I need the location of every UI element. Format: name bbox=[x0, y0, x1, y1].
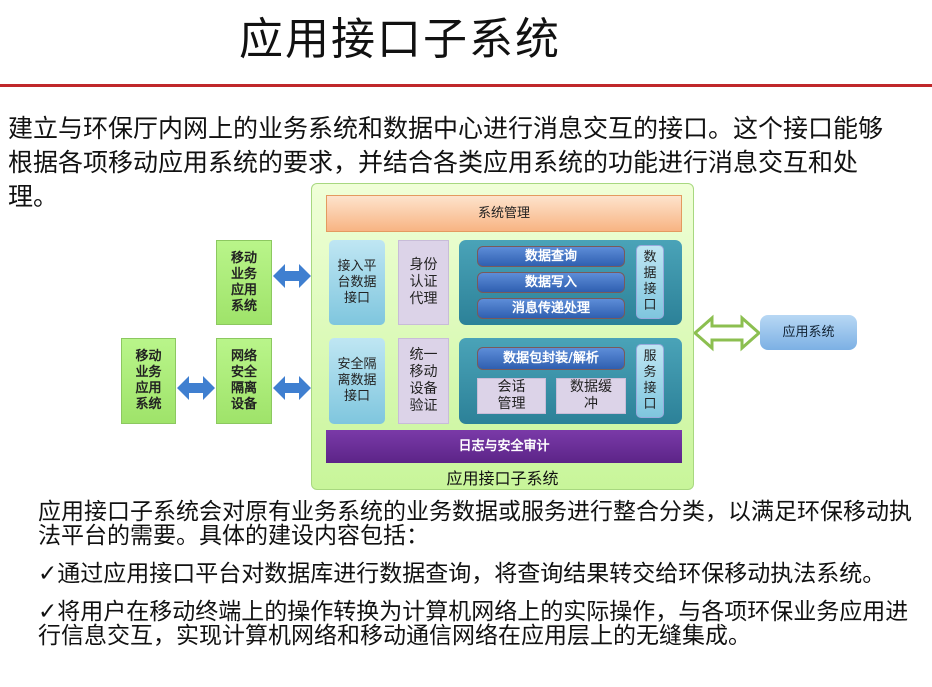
application-system-box: 应用系统 bbox=[760, 315, 857, 350]
device-verification: 统一移动设备验证 bbox=[398, 338, 449, 424]
bullet-item: ✓通过应用接口平台对数据库进行数据查询，将查询结果转交给环保移动执法系统。 bbox=[38, 561, 886, 587]
bottom-text: 应用接口子系统会对原有业务系统的业务数据或服务进行整合分类，以满足环保移动执法平… bbox=[38, 500, 928, 662]
data-write-block: 数据写入 bbox=[477, 272, 625, 293]
audit-bar: 日志与安全审计 bbox=[326, 430, 682, 463]
message-processing-block: 消息传递处理 bbox=[477, 298, 625, 319]
page-title: 应用接口子系统 bbox=[239, 14, 561, 65]
identity-auth-proxy: 身份认证代理 bbox=[398, 240, 449, 325]
service-interface-block: 服务接口 bbox=[636, 344, 664, 418]
network-isolation-box: 网络安全隔离设备 bbox=[216, 338, 272, 424]
hollow-double-arrow-icon bbox=[692, 314, 762, 352]
system-management-bar: 系统管理 bbox=[326, 195, 682, 232]
data-query-block: 数据查询 bbox=[477, 246, 625, 267]
bullet-item: ✓将用户在移动终端上的操作转换为计算机网络上的实际操作，与各项环保业务应用进行信… bbox=[38, 599, 909, 649]
intro-paragraph: 建立与环保厅内网上的业务系统和数据中心进行消息交互的接口。这个接口能够根据各项移… bbox=[8, 114, 884, 211]
session-management-block: 会话管理 bbox=[477, 378, 546, 414]
packet-block: 数据包封装/解析 bbox=[477, 347, 625, 370]
title-divider bbox=[0, 84, 932, 87]
summary-paragraph: 应用接口子系统会对原有业务系统的业务数据或服务进行整合分类，以满足环保移动执法平… bbox=[38, 499, 912, 549]
diagram-caption: 应用接口子系统 bbox=[446, 469, 559, 488]
secure-isolation-interface: 安全隔离数据接口 bbox=[329, 338, 385, 424]
mobile-app-system-box-2: 移动业务应用系统 bbox=[121, 338, 176, 424]
access-platform-interface: 接入平台数据接口 bbox=[329, 240, 385, 325]
data-buffer-block: 数据缓冲 bbox=[556, 378, 626, 414]
double-arrow-icon bbox=[177, 264, 311, 400]
data-interface-block: 数据接口 bbox=[636, 245, 664, 319]
mobile-app-system-box: 移动业务应用系统 bbox=[216, 240, 272, 325]
